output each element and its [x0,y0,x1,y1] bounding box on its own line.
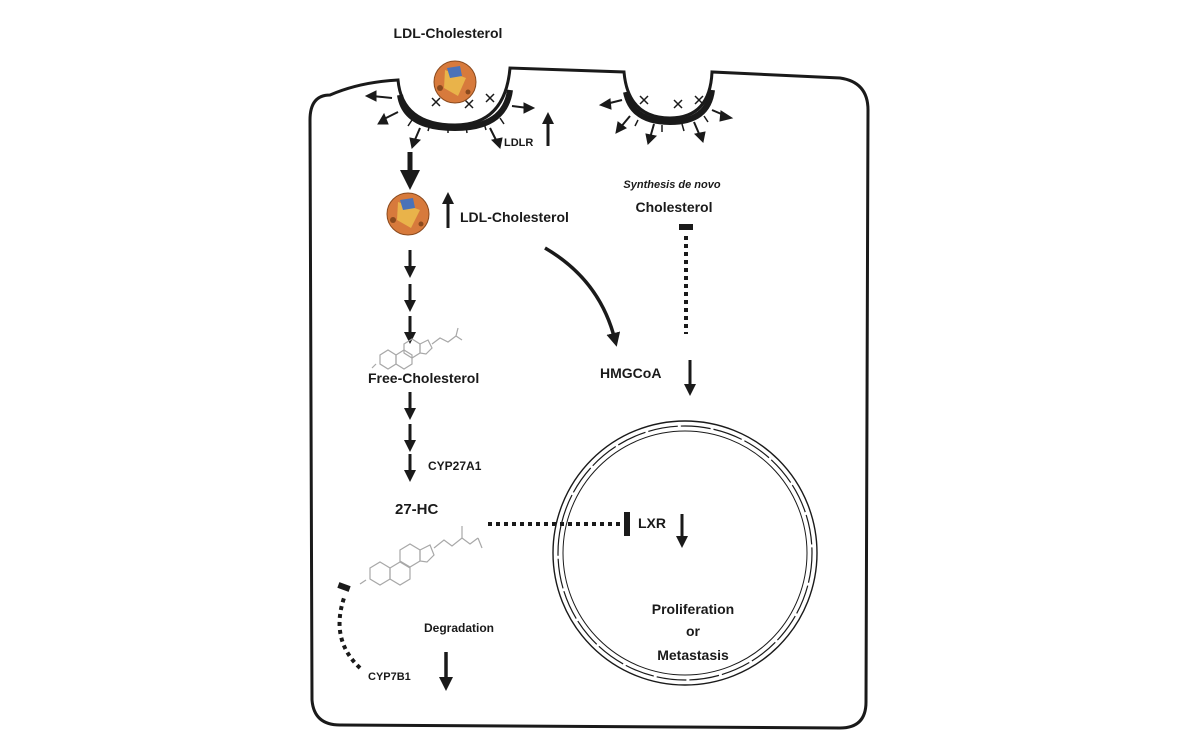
ldl-to-hmgcoa-arrow [544,246,621,347]
inhibition-dotted-degradation [337,597,362,670]
inhibition-bar-lxr [624,512,630,536]
cyp27a1-label: CYP27A1 [428,459,482,473]
ldl-cholesterol-outside-label: LDL-Cholesterol [394,25,503,41]
ldl-cholesterol-inside-label: LDL-Cholesterol [460,209,569,225]
proliferation-label: Proliferation [652,601,734,617]
cyp7b1-label: CYP7B1 [368,671,411,683]
nucleus [552,420,818,686]
inhibition-bar-cholesterol [679,224,693,230]
hmgcoa-label: HMGCoA [600,365,661,381]
metastasis-label: Metastasis [657,647,729,663]
ldl-particle-inside [386,192,430,236]
ldlr-label: LDLR [504,137,533,149]
ldlr-coated-pit [364,89,536,150]
synthesis-de-novo-label: Synthesis de novo [623,179,720,191]
ldl-particle-outside [433,60,477,104]
lxr-label: LXR [638,515,666,531]
cholesterol-molecule-structure [371,327,463,370]
degradation-label: Degradation [424,621,494,635]
free-cholesterol-label: Free-Cholesterol [368,370,479,386]
27hc-label: 27-HC [395,501,439,518]
cell-membrane [308,66,870,730]
inhibition-bar-degradation [337,582,351,592]
empty-coated-pit [598,89,734,146]
27hc-molecule-structure [359,526,483,586]
or-label: or [686,623,701,639]
cholesterol-synthesis-label: Cholesterol [635,199,712,215]
